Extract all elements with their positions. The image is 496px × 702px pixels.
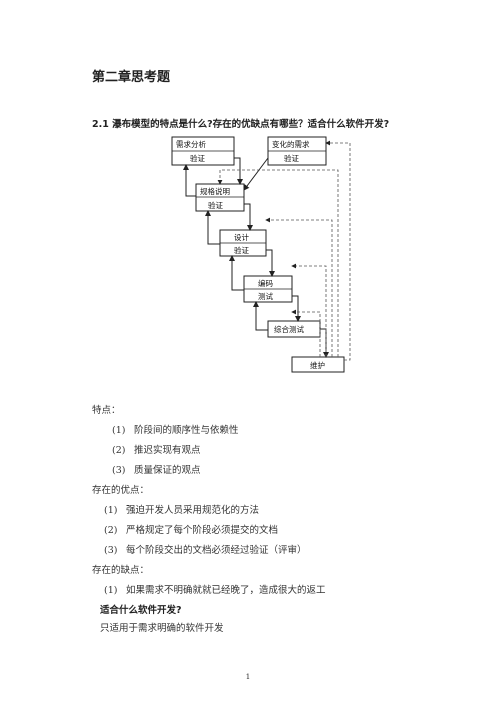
box-integration-test: 综合测试 — [267, 320, 321, 338]
advantage-item-2-text: 严格规定了每个阶段必须提交的文档 — [126, 525, 279, 536]
box-maintenance-top: 维护 — [310, 360, 325, 370]
feature-item-2: (2) 推迟实现有观点 — [112, 442, 201, 456]
box-spec-bottom: 验证 — [208, 200, 223, 210]
box-changing-requirements: 变化的需求 验证 — [267, 136, 327, 166]
box-requirements-analysis: 需求分析 验证 — [171, 136, 235, 166]
disadvantage-item-1-num: (1) — [104, 585, 118, 596]
box-design-top: 设计 — [234, 232, 249, 242]
box-design: 设计 验证 — [219, 229, 267, 257]
box-requirements-bottom: 验证 — [190, 153, 205, 163]
advantage-item-1: (1) 强迫开发人员采用规范化的方法 — [104, 502, 259, 516]
box-design-bottom: 验证 — [234, 245, 249, 255]
advantage-item-1-text: 强迫开发人员采用规范化的方法 — [126, 505, 260, 516]
feedback-arrows — [183, 164, 268, 331]
box-spec-top: 规格说明 — [200, 186, 230, 196]
box-changing-top: 变化的需求 — [272, 139, 310, 149]
box-coding: 编码 测试 — [243, 275, 293, 303]
page-number: 1 — [245, 673, 251, 681]
question-heading: 2.1 瀑布模型的特点是什么?存在的优缺点有哪些？适合什么软件开发? — [92, 119, 390, 130]
box-requirements-top: 需求分析 — [176, 139, 206, 149]
advantage-item-3: (3) 每个阶段交出的文档必须经过验证（评审） — [104, 542, 307, 556]
feature-item-2-num: (2) — [112, 445, 126, 456]
advantages-label: 存在的优点： — [92, 485, 150, 496]
suitable-answer: 只适用于需求明确的软件开发 — [100, 623, 224, 634]
features-label: 特点： — [92, 405, 121, 416]
suitable-heading: 适合什么软件开发? — [100, 605, 182, 616]
maintenance-feedback-arrows — [217, 140, 351, 361]
advantage-item-2-num: (2) — [104, 525, 118, 536]
advantage-item-3-text: 每个阶段交出的文档必须经过验证（评审） — [126, 545, 307, 556]
feature-item-1-text: 阶段间的顺序性与依赖性 — [134, 425, 239, 436]
feature-item-3-text: 质量保证的观点 — [134, 465, 201, 476]
page-title: 第二章思考题 — [92, 70, 171, 85]
advantage-item-2: (2) 严格规定了每个阶段必须提交的文档 — [104, 522, 278, 536]
disadvantage-item-1: (1) 如果需求不明确就就已经晚了，造成很大的返工 — [104, 582, 326, 596]
advantage-item-3-num: (3) — [104, 545, 118, 556]
box-maintenance: 维护 — [291, 356, 345, 373]
box-changing-bottom: 验证 — [284, 153, 299, 163]
box-integration-top: 综合测试 — [274, 324, 304, 334]
feature-item-2-text: 推迟实现有观点 — [134, 445, 201, 456]
feature-item-1-num: (1) — [112, 425, 126, 436]
feature-item-3: (3) 质量保证的观点 — [112, 462, 201, 476]
advantage-item-1-num: (1) — [104, 505, 118, 516]
feature-item-1: (1) 阶段间的顺序性与依赖性 — [112, 422, 239, 436]
disadvantages-label: 存在的缺点： — [92, 565, 150, 576]
feature-item-3-num: (3) — [112, 465, 126, 476]
box-coding-bottom: 测试 — [258, 291, 273, 301]
box-specification: 规格说明 验证 — [195, 183, 245, 212]
disadvantage-item-1-text: 如果需求不明确就就已经晚了，造成很大的返工 — [126, 585, 326, 596]
box-coding-top: 编码 — [258, 278, 273, 288]
